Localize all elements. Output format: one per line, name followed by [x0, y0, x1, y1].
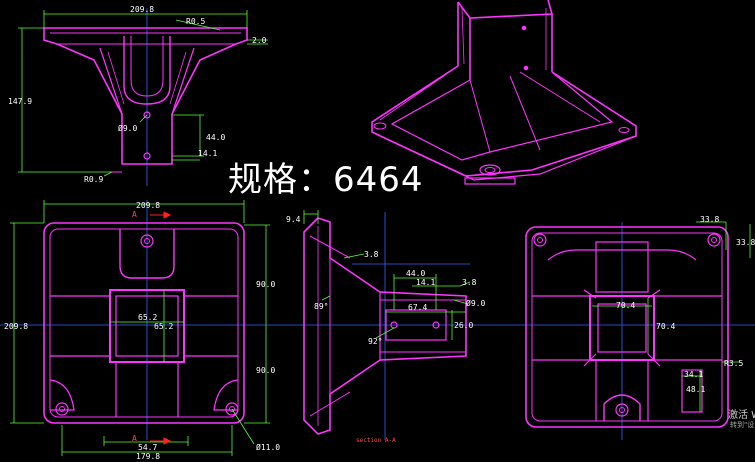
- front-thickness-label: 2.0: [252, 36, 267, 45]
- section-angle-bottom-label: 92°: [368, 337, 382, 346]
- front-view-labels: 209.8 R0.5 2.0 147.9 Ø9.0 44.0 14.1 R0.9: [8, 5, 267, 184]
- centerlines: [0, 8, 755, 440]
- front-view-dimensions: [18, 10, 268, 177]
- plan-view: [43, 222, 245, 424]
- bottom-corner-w-label: 33.8: [700, 215, 719, 224]
- front-hole-label: Ø9.0: [118, 123, 137, 133]
- bottom-slot-w-label: 34.1: [684, 370, 703, 379]
- plan-width-label: 209.8: [136, 201, 160, 210]
- front-offset-label: 44.0: [206, 133, 225, 142]
- front-step-label: 14.1: [198, 149, 217, 158]
- section-hole-label: Ø9.0: [466, 298, 485, 308]
- bottom-inner-w-label: 70.4: [616, 301, 635, 310]
- bottom-view-dimensions: [592, 221, 751, 412]
- section-mark-top: A: [132, 210, 137, 219]
- plan-section-arrows: [150, 211, 172, 445]
- bottom-view: [525, 226, 729, 428]
- section-mark-bottom: A: [132, 434, 137, 443]
- section-title: section A-A: [356, 437, 396, 444]
- plan-tube-x-label: 65.2: [138, 313, 157, 322]
- bottom-radius-label: R3.5: [724, 359, 743, 368]
- bottom-slot-h-label: 48.1: [686, 385, 705, 394]
- front-height-label: 147.9: [8, 97, 32, 106]
- section-height-label: 44.0: [406, 269, 425, 278]
- section-view: [303, 217, 467, 435]
- isometric-view: [371, 0, 637, 185]
- plan-view-dimensions: [10, 200, 270, 456]
- section-wall-label: 9.4: [286, 215, 301, 224]
- front-fillet-label: R0.5: [186, 17, 205, 26]
- bottom-view-labels: 33.8 33.8 70.4 70.4 R3.5 34.1 48.1: [616, 215, 755, 394]
- section-span-label: 67.4: [408, 303, 427, 312]
- plan-tube-y-label: 65.2: [154, 322, 173, 331]
- spec-overlay-text: 规格：6464: [228, 160, 424, 200]
- plan-view-labels: 209.8 A 209.8 90.0 90.0 65.2 65.2 A Ø11.…: [4, 201, 280, 461]
- plan-half-upper-label: 90.0: [256, 280, 275, 289]
- plan-hole-label: Ø11.0: [256, 442, 280, 452]
- activation-watermark-title: 激活 W: [728, 410, 755, 421]
- bottom-inner-h-label: 70.4: [656, 322, 675, 331]
- section-angle-top-label: 89°: [314, 302, 328, 311]
- section-view-dimensions: [303, 210, 471, 340]
- section-depth-label: 26.0: [454, 321, 473, 330]
- plan-side-label: 209.8: [4, 322, 28, 331]
- front-base-fillet-label: R0.9: [84, 175, 103, 184]
- bottom-corner-h-label: 33.8: [736, 238, 755, 247]
- section-view-labels: 9.4 3.8 44.0 14.1 3.8 89° 67.4 Ø9.0 26.0…: [286, 215, 485, 444]
- front-width-label: 209.8: [130, 5, 154, 14]
- section-step-label: 14.1: [416, 278, 435, 287]
- plan-overall-label: 179.8: [136, 452, 160, 461]
- section-rib2-label: 3.8: [462, 278, 477, 287]
- activation-watermark-subtitle: 转到"设置: [730, 421, 755, 429]
- section-rib-label: 3.8: [364, 250, 379, 259]
- plan-half-lower-label: 90.0: [256, 366, 275, 375]
- plan-pitch-label: 54.7: [138, 443, 157, 452]
